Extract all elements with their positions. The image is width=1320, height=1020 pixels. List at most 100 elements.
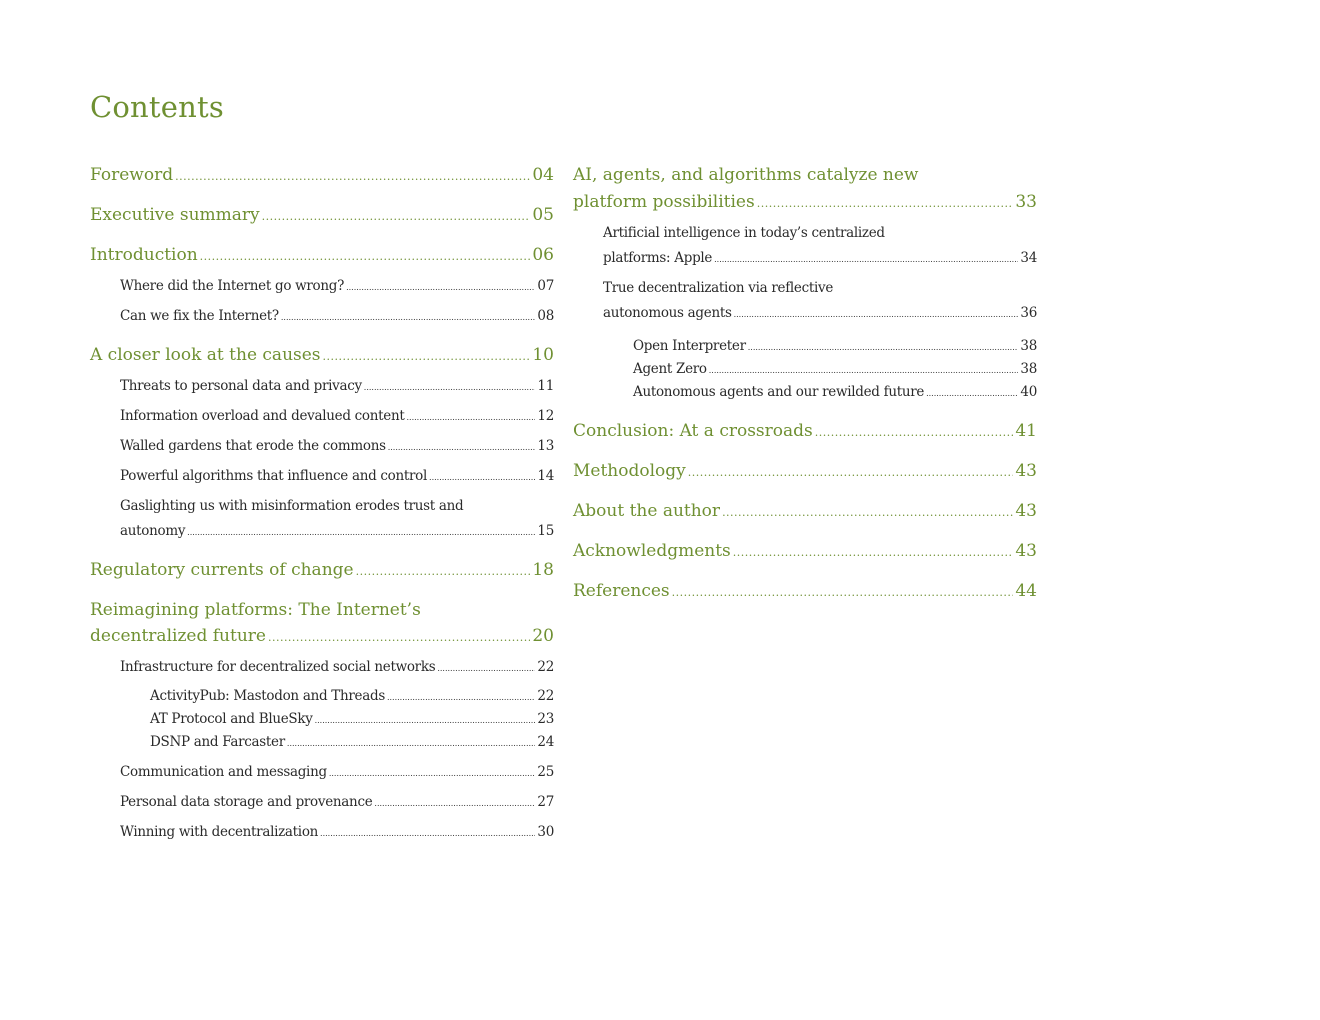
toc-entry-threats[interactable]: Threats to personal data and privacy 11 (120, 377, 554, 397)
toc-entry-label: Autonomous agents and our rewilded futur… (633, 384, 925, 400)
toc-entry-true-decentralization-line1[interactable]: True decentralization via reflective (603, 280, 834, 296)
toc-entry-label: Walled gardens that erode the commons (120, 438, 386, 454)
toc-page-number: 24 (537, 734, 554, 750)
toc-page-number: 25 (537, 764, 554, 780)
dot-leader (323, 346, 531, 368)
dot-leader (346, 279, 535, 297)
dot-leader (722, 502, 1013, 524)
toc-entry-where-did-internet-go-wrong[interactable]: Where did the Internet go wrong? 07 (120, 277, 554, 297)
toc-entry-label: Where did the Internet go wrong? (120, 278, 345, 294)
toc-entry-closer-look[interactable]: A closer look at the causes 10 (90, 344, 554, 368)
toc-entry-label: AT Protocol and BlueSky (150, 711, 313, 727)
toc-entry-label: decentralized future (90, 626, 266, 646)
toc-page-number: 06 (532, 245, 554, 265)
toc-entry-information-overload[interactable]: Information overload and devalued conten… (120, 407, 554, 427)
toc-page-number: 41 (1015, 421, 1037, 441)
toc-entry-artificial-intelligence-line1[interactable]: Artificial intelligence in today’s centr… (603, 225, 885, 241)
toc-entry-autonomous-agents[interactable]: Autonomous agents and our rewilded futur… (633, 383, 1037, 403)
toc-entry-label: Information overload and devalued conten… (120, 408, 405, 424)
toc-entry-label: Open Interpreter (633, 338, 746, 354)
toc-entry-acknowledgments[interactable]: Acknowledgments 43 (573, 540, 1037, 564)
toc-entry-dsnp[interactable]: DSNP and Farcaster 24 (150, 733, 554, 753)
toc-page-number: 15 (537, 523, 554, 539)
dot-leader (406, 409, 535, 427)
toc-entry-label: Introduction (90, 245, 198, 265)
dot-leader (437, 660, 535, 678)
dot-leader (688, 462, 1014, 484)
toc-page-number: 34 (1020, 250, 1037, 266)
toc-page-number: 30 (537, 824, 554, 840)
toc-entry-at-protocol[interactable]: AT Protocol and BlueSky 23 (150, 710, 554, 730)
dot-leader (315, 712, 536, 730)
toc-entry-winning[interactable]: Winning with decentralization 30 (120, 823, 554, 843)
toc-entry-gaslighting-line1[interactable]: Gaslighting us with misinformation erode… (120, 498, 464, 514)
toc-entry-label: Methodology (573, 461, 686, 481)
toc-entry-label: Regulatory currents of change (90, 560, 354, 580)
toc-entry-artificial-intelligence[interactable]: platforms: Apple 34 (603, 249, 1037, 269)
toc-page-number: 36 (1020, 305, 1037, 321)
toc-entry-label: Conclusion: At a crossroads (573, 421, 813, 441)
dot-leader (262, 206, 531, 228)
toc-page-number: 14 (537, 468, 554, 484)
toc-page-number: 43 (1015, 461, 1037, 481)
toc-entry-label: A closer look at the causes (90, 345, 321, 365)
toc-page-number: 11 (537, 378, 554, 394)
toc-entry-label: DSNP and Farcaster (150, 734, 285, 750)
toc-entry-executive-summary[interactable]: Executive summary 05 (90, 204, 554, 228)
dot-leader (815, 422, 1014, 444)
toc-entry-infrastructure[interactable]: Infrastructure for decentralized social … (120, 658, 554, 678)
dot-leader (387, 689, 535, 707)
toc-entry-gaslighting[interactable]: autonomy 15 (120, 522, 554, 542)
toc-entry-communication[interactable]: Communication and messaging 25 (120, 763, 554, 783)
toc-entry-true-decentralization[interactable]: autonomous agents 36 (603, 304, 1037, 324)
toc-entry-methodology[interactable]: Methodology 43 (573, 460, 1037, 484)
toc-page-number: 20 (532, 626, 554, 646)
toc-entry-label: Communication and messaging (120, 764, 327, 780)
dot-leader (748, 339, 1019, 357)
toc-entry-ai-agents[interactable]: platform possibilities 33 (573, 191, 1037, 215)
toc-entry-label: autonomous agents (603, 305, 732, 321)
toc-page-number: 08 (537, 308, 554, 324)
toc-entry-introduction[interactable]: Introduction 06 (90, 244, 554, 268)
dot-leader (429, 469, 535, 487)
toc-entry-can-we-fix-internet[interactable]: Can we fix the Internet? 08 (120, 307, 554, 327)
toc-entry-reimagining-line1[interactable]: Reimagining platforms: The Internet’s (90, 600, 421, 620)
toc-entry-label: Infrastructure for decentralized social … (120, 659, 436, 675)
toc-page-number: 43 (1015, 541, 1037, 561)
dot-leader (374, 795, 535, 813)
toc-entry-powerful-algorithms[interactable]: Powerful algorithms that influence and c… (120, 467, 554, 487)
toc-page-number: 44 (1015, 581, 1037, 601)
dot-leader (364, 379, 536, 397)
toc-page-number: 22 (537, 688, 554, 704)
toc-entry-agent-zero[interactable]: Agent Zero 38 (633, 360, 1037, 380)
toc-page-number: 23 (537, 711, 554, 727)
toc-page-number: 13 (537, 438, 554, 454)
toc-entry-personal-data-storage[interactable]: Personal data storage and provenance 27 (120, 793, 554, 813)
dot-leader (175, 166, 530, 188)
toc-entry-references[interactable]: References 44 (573, 580, 1037, 604)
toc-entry-reimagining-platforms[interactable]: decentralized future 20 (90, 625, 554, 649)
toc-page-number: 43 (1015, 501, 1037, 521)
dot-leader (356, 561, 531, 583)
toc-entry-label: platform possibilities (573, 192, 755, 212)
toc-entry-ai-agents-line1[interactable]: AI, agents, and algorithms catalyze new (573, 165, 919, 185)
dot-leader (320, 825, 535, 843)
toc-entry-regulatory-currents[interactable]: Regulatory currents of change 18 (90, 559, 554, 583)
toc-entry-activitypub[interactable]: ActivityPub: Mastodon and Threads 22 (150, 687, 554, 707)
toc-entry-label: Foreword (90, 165, 174, 185)
dot-leader (268, 627, 530, 649)
dot-leader (281, 309, 536, 327)
dot-leader (200, 246, 531, 268)
toc-entry-label: autonomy (120, 523, 186, 539)
toc-entry-about-author[interactable]: About the author 43 (573, 500, 1037, 524)
dot-leader (733, 542, 1014, 564)
toc-entry-label: Personal data storage and provenance (120, 794, 373, 810)
dot-leader (734, 306, 1019, 324)
page-title: Contents (90, 90, 224, 124)
toc-entry-conclusion[interactable]: Conclusion: At a crossroads 41 (573, 420, 1037, 444)
toc-entry-open-interpreter[interactable]: Open Interpreter 38 (633, 337, 1037, 357)
dot-leader (329, 765, 536, 783)
toc-entry-walled-gardens[interactable]: Walled gardens that erode the commons 13 (120, 437, 554, 457)
dot-leader (187, 524, 535, 542)
toc-entry-foreword[interactable]: Foreword 04 (90, 164, 554, 188)
